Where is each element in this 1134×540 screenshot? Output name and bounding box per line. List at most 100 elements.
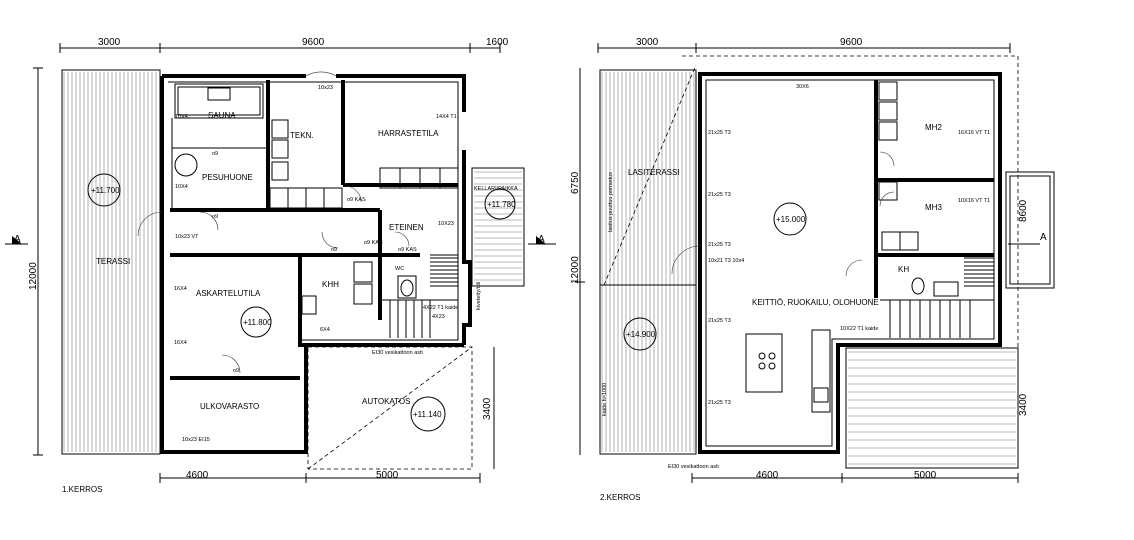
level-askartelutila: +11.800 [243,318,272,327]
caption-2-kerros: 2.KERROS [600,493,640,502]
dim2-3000: 3000 [636,37,659,48]
note-door-2: o9 [212,214,218,220]
note2-window-3: 21x25 T3 [708,242,731,248]
glass-terrace: LASITERASSI +14.900 lasitus puuttuu porr… [599,64,697,455]
level-terrace: +11.700 [91,186,120,195]
room-lasiterassi: LASITERASSI [628,168,680,177]
note-window-5: 10x23 VT [175,234,199,240]
notes-2: 30X6 21x25 T3 21x25 T3 21x25 T3 21x25 T3… [708,84,990,406]
note2-window-1: 21x25 T3 [708,130,731,136]
note-door-5: o9 KAS [398,247,417,253]
entrance-stair: +11.780 KELLARI/PAIKKA [471,167,525,287]
note-stair: kivetetty/tiili [476,282,482,310]
dim-12000: 12000 [28,262,39,290]
dim2-5000: 5000 [914,470,937,481]
dimension-bottom-2: 4600 5000 EI30 vesikattoon asti [668,464,1019,483]
dim2-9600: 9600 [840,37,863,48]
room-wc: WC [395,266,404,272]
note2-window-6: 16X16 VT T1 [958,130,990,136]
level-main: +15.000 [776,215,806,224]
room-askartelutila: ASKARTELUTILA [196,289,261,298]
note-door-3: o9 KAS [347,197,366,203]
dimension-top-2: 3000 9600 [597,37,1011,53]
dim2-4600: 4600 [756,470,779,481]
terrace-deck: +11.700 TERASSI [61,69,161,455]
room-labels-2: MH2 MH3 KH KEITTIÖ, RUOKAILU, OLOHUONE +… [752,123,942,307]
carport: +11.140 AUTOKATOS EI30 vesikattoon asti [307,346,473,470]
section-marker-left: A [5,234,28,245]
dim2-6750: 6750 [570,171,581,194]
dim2-3400: 3400 [1018,393,1029,416]
room-harrastetila: HARRASTETILA [378,129,439,138]
note-window-12: 10x23 EI15 [182,437,210,443]
notes-1: 10x23 14X4 T1 10X4 10X4 10x23 VT 10X23 4… [174,85,482,443]
note2-window-4: 21x25 T3 [708,318,731,324]
note-door-6: o9 [331,247,337,253]
dim-3400: 3400 [482,397,493,420]
note-ei30-2: EI30 vesikattoon asti [668,464,719,470]
note-glass: lasitus puuttuu porrastus [608,172,614,232]
plan-1: 3000 9600 1600 12000 A A +11.700 [5,37,556,494]
door-swings-2 [671,151,895,277]
building-walls [160,74,472,454]
level-carport: +11.140 [413,410,442,419]
dim-5000: 5000 [376,470,399,481]
note-rail: kaide h=1000 [602,383,608,416]
note-window-9: 16X4 [174,286,187,292]
section-a-label-2: A [1040,232,1047,243]
door-swings [137,71,410,374]
note2-window-8: 10x21 T3 10x4 [708,258,744,264]
room-terassi: TERASSI [96,257,130,266]
room-keittio: KEITTIÖ, RUOKAILU, OLOHUONE [752,298,879,307]
carport-roof: 3400 [845,347,1029,469]
dim-9600: 9600 [302,37,325,48]
dim2-8600: 8600 [1018,199,1029,222]
dim-3000: 3000 [98,37,121,48]
room-mh2: MH2 [925,123,942,132]
note-window-11: 6X4 [320,327,330,333]
note-ei30: EI30 vesikattoon asti [372,350,423,356]
note-door-1: o9 [212,151,218,157]
note2-window-2: 21x25 T3 [708,192,731,198]
room-sauna: SAUNA [208,111,236,120]
room-eteinen: ETEINEN [389,223,424,232]
level-terrace-2: +14.900 [626,330,656,339]
note-door-7: o9 [233,368,239,374]
dim2-12000: 12000 [570,256,581,284]
room-kh: KH [898,265,909,274]
note2-window-9: 10X22 T1 kaide [840,326,878,332]
dim-1600: 1600 [486,37,509,48]
caption-1-kerros: 1.KERROS [62,485,102,494]
note-door-4: o9 KAS [364,240,383,246]
dimension-left: 12000 [28,67,43,456]
note-window-1: 10x23 [318,85,333,91]
note-window-7: 4X23 [432,314,445,320]
room-labels-1: SAUNA PESUHUONE TEKN. HARRASTETILA ASKAR… [196,111,439,411]
room-tekn: TEKN. [290,131,314,140]
dimension-bottom: 4600 5000 3400 [159,347,495,483]
building-walls-2 [682,55,1019,465]
section-a-label: A [14,234,21,245]
room-ulkovarasto: ULKOVARASTO [200,402,259,411]
note-window-4: 10X4 [175,184,188,190]
note-window-6: 10X23 [438,221,454,227]
note2-window-top: 30X6 [796,84,809,90]
dim-4600: 4600 [186,470,209,481]
section-marker-right: A [528,234,556,245]
note-window-2: 14X4 T1 [436,114,457,120]
level-entry: +11.780 [487,200,516,209]
plan-2: 3000 9600 6750 12000 LASITERASSI +14.900… [570,37,1055,502]
room-pesuhuone: PESUHUONE [202,173,253,182]
note-window-8: 4X22 T1 kaide [423,305,458,311]
label-kellaripaikka: KELLARI/PAIKKA [474,186,518,192]
note-window-10: 16X4 [174,340,187,346]
section-a-label-right: A [538,234,545,245]
note2-window-7: 10X16 VT T1 [958,198,990,204]
room-autokatos: AUTOKATOS [362,397,410,406]
room-mh3: MH3 [925,203,942,212]
dimension-top: 3000 9600 1600 [59,37,509,53]
note-window-3: 10X4 [175,114,188,120]
dimension-left-2: 6750 12000 [570,68,585,455]
balcony: A 8600 [1005,171,1055,289]
